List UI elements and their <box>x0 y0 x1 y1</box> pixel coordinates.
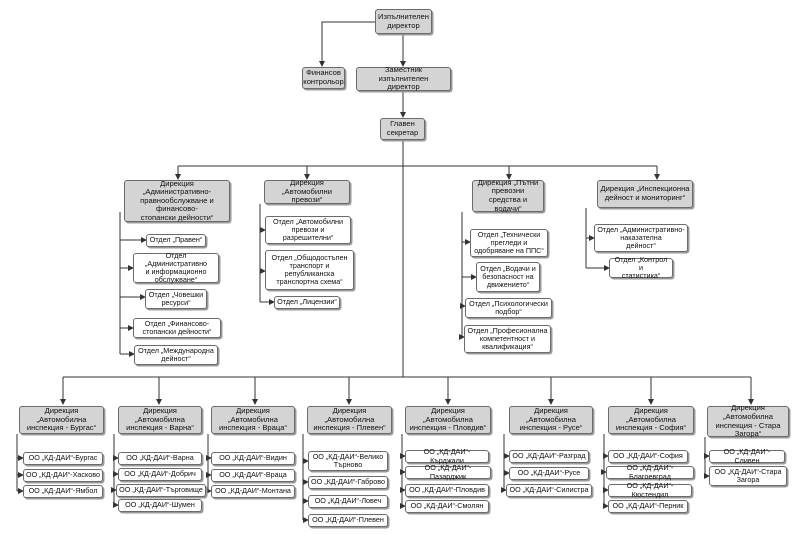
office-blagoevgrad: ОО „КД-ДАИ“-Благоевград <box>606 464 694 480</box>
dept-road-transport-permits: Отдел „Автомобилни превози и разрешителн… <box>265 216 351 244</box>
office-yambol: ОО „КД-ДАИ“-Ямбол <box>23 485 103 498</box>
inspection-burgas: Дирекция „Автомобилна инспекция - Бургас… <box>19 406 104 434</box>
inspection-vratsa: Дирекция „Автомобилна инспекция - Враца“ <box>211 406 295 434</box>
office-ruse: ОО „КД-ДАИ“-Русе <box>509 467 589 480</box>
dept-administrative-penal: Отдел „Административно- наказателна дейн… <box>594 224 688 252</box>
office-vidin: ОО „КД-ДАИ“-Видин <box>211 452 295 465</box>
inspection-ruse: Дирекция „Автомобилна инспекция - Русе“ <box>509 406 593 434</box>
office-sliven: ОО „КД-ДАИ“-Сливен <box>709 448 785 464</box>
inspection-sofia: Дирекция „Автомобилна инспекция - София“ <box>608 406 694 434</box>
dept-international: Отдел „Международна дейност“ <box>134 345 218 365</box>
office-veliko-tarnovo: ОО „КД-ДАИ“-Велико Търново <box>308 451 388 471</box>
directorate-road-transport: Дирекция „Автомобилни превози“ <box>264 178 350 204</box>
dept-professional-competence: Отдел „Професионална компетентност и ква… <box>464 325 551 353</box>
office-lovech: ОО „КД-ДАИ“-Ловеч <box>308 495 388 508</box>
executive-director-box: Изпълнителен директор <box>375 9 432 34</box>
inspection-pleven: Дирекция „Автомобилна инспекция - Плевен… <box>307 406 392 434</box>
inspection-varna: Дирекция „Автомобилна инспекция - Варна“ <box>118 406 202 434</box>
dept-public-transport: Отдел „Общодостъпен транспорт и републик… <box>265 250 354 290</box>
office-sofia: ОО „КД-ДАИ“-София <box>608 450 688 463</box>
office-razgrad: ОО „КД-ДАИ“-Разград <box>509 450 589 463</box>
office-haskovo: ОО „КД-ДАИ“-Хасково <box>23 469 103 482</box>
chief-secretary-box: Главен секретар <box>380 118 425 140</box>
office-dobrich: ОО „КД-ДАИ“-Добрич <box>118 468 202 481</box>
dept-hr: Отдел „Човешки ресурси“ <box>145 289 207 309</box>
office-vratsa: ОО „КД-ДАИ“-Враца <box>211 469 295 482</box>
office-burgas: ОО „КД-ДАИ“-Бургас <box>23 452 103 465</box>
office-pazardzhik: ОО „КД-ДАИ“-Пазарджик <box>405 464 491 480</box>
dept-technical-inspections: Отдел „Технически прегледи и одобряване … <box>470 229 548 257</box>
office-smolyan: ОО „КД-ДАИ“-Смолян <box>405 500 489 513</box>
office-kyustendil: ОО „КД-ДАИ“-Кюстендил <box>608 482 692 498</box>
dept-finance: Отдел „Финансово- стопански дейности“ <box>133 318 221 338</box>
finance-controller-box: Финансов контрольор <box>302 67 345 89</box>
office-plovdiv: ОО „КД-ДАИ“-Пловдив <box>405 484 489 497</box>
inspection-plovdiv: Дирекция „Автомобилна инспекция - Пловди… <box>405 406 491 434</box>
dept-admin-info: Отдел „Административно и информационно о… <box>133 251 219 284</box>
office-pleven: ОО „КД-ДАИ“-Плевен <box>308 514 388 527</box>
deputy-director-box: Заместник изпълнителен директор <box>356 65 451 91</box>
office-gabrovo: ОО „КД-ДАИ“-Габрово <box>308 476 388 489</box>
directorate-vehicles-drivers: Дирекция „Пътни превозни средства и вода… <box>472 178 544 212</box>
dept-psychological: Отдел „Психологически подбор“ <box>465 298 552 318</box>
office-kardzhali: ОО „КД-ДАИ“-Кърджали <box>405 448 489 464</box>
office-varna: ОО „КД-ДАИ“-Варна <box>118 452 202 465</box>
directorate-inspection-monitoring: Дирекция „Инспекционна дейност и монитор… <box>597 180 693 208</box>
dept-drivers-safety: Отдел „Водачи и безопасност на движениет… <box>476 262 540 292</box>
directorate-admin-legal: Дирекция „Административно- правнообслужв… <box>124 179 230 222</box>
dept-control-statistics: Отдел „Контрол и статистика“ <box>609 255 673 280</box>
inspection-stara-zagora: Дирекция „Автомобилна инспекция - Стара … <box>707 404 789 438</box>
office-stara-zagora: ОО „КД-ДАИ“-Стара Загора <box>709 466 787 486</box>
office-pernik: ОО „КД-ДАИ“-Перник <box>608 500 688 513</box>
office-montana: ОО „КД-ДАИ“-Монтана <box>211 485 295 498</box>
dept-licenses: Отдел „Лицензии“ <box>274 296 340 309</box>
dept-legal: Отдел „Правен“ <box>146 234 206 247</box>
office-shumen: ОО „КД-ДАИ“-Шумен <box>118 499 202 512</box>
office-targovishte: ОО „КД-ДАИ“-Търговище <box>116 484 206 497</box>
office-silistra: ОО „КД-ДАИ“-Силистра <box>506 484 592 497</box>
